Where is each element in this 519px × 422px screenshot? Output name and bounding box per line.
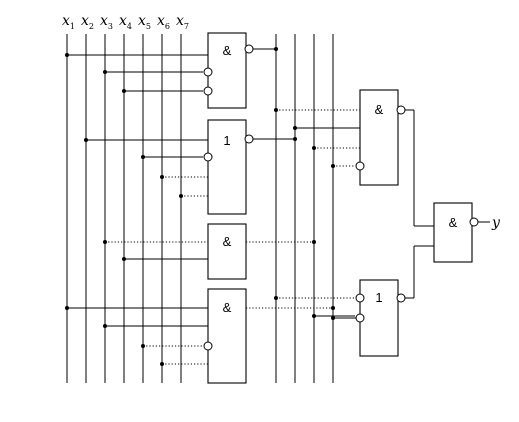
gate2-wiring bbox=[86, 138, 295, 197]
input-label-x7: x7 bbox=[176, 13, 189, 31]
junction-dot bbox=[65, 306, 69, 310]
gate-7-symbol: & bbox=[449, 215, 458, 230]
junction-dot bbox=[141, 344, 145, 348]
gate-4: & bbox=[207, 288, 247, 384]
gate-5: & bbox=[359, 89, 399, 186]
inverter-bubble bbox=[396, 293, 406, 303]
inverter-bubble bbox=[203, 152, 213, 162]
junction-dot bbox=[312, 314, 316, 318]
output-label-y: y bbox=[491, 215, 501, 231]
gate-3-symbol: & bbox=[223, 234, 232, 249]
input-label-x1: x1 bbox=[62, 13, 75, 31]
inverter-bubble bbox=[355, 293, 365, 303]
input-label-x2: x2 bbox=[81, 13, 94, 31]
junction-dot bbox=[293, 126, 297, 130]
inversion-bubbles bbox=[203, 44, 479, 351]
input-label-x4: x4 bbox=[119, 13, 132, 31]
junction-dot bbox=[274, 108, 278, 112]
input-label-x5: x5 bbox=[138, 13, 151, 31]
inverter-bubble bbox=[355, 161, 365, 171]
junction-dots bbox=[65, 47, 335, 366]
gate6-wiring bbox=[276, 245, 434, 319]
input-label-x3: x3 bbox=[100, 13, 113, 31]
inverter-bubble bbox=[203, 86, 213, 96]
junction-dot bbox=[103, 240, 107, 244]
gate-2: 1 bbox=[207, 119, 247, 215]
junction-dot bbox=[84, 138, 88, 142]
gate-1-symbol: & bbox=[223, 43, 232, 58]
junction-dot bbox=[122, 89, 126, 93]
junction-dot bbox=[122, 257, 126, 261]
input-label-x6: x6 bbox=[157, 13, 170, 31]
junction-dot bbox=[331, 306, 335, 310]
gate5-wiring bbox=[276, 109, 434, 227]
inverter-bubble bbox=[396, 105, 406, 115]
junction-dot bbox=[141, 155, 145, 159]
junction-dot bbox=[312, 146, 316, 150]
junction-dot bbox=[160, 175, 164, 179]
junction-dot bbox=[331, 316, 335, 320]
intermediate-buses bbox=[275, 34, 334, 383]
junction-dot bbox=[331, 164, 335, 168]
input-buses bbox=[66, 34, 182, 383]
gate-4-symbol: & bbox=[223, 300, 232, 315]
junction-dot bbox=[103, 70, 107, 74]
inverter-bubble bbox=[355, 313, 365, 323]
inverter-bubble bbox=[244, 134, 254, 144]
input-labels: x1 x2 x3 x4 x5 x6 x7 bbox=[62, 13, 189, 31]
gate-6-symbol: 1 bbox=[375, 290, 382, 305]
junction-dot bbox=[312, 240, 316, 244]
gate-7: & bbox=[433, 202, 473, 263]
gate-1: & bbox=[207, 32, 247, 109]
gate-3: & bbox=[207, 223, 247, 280]
inverter-bubble bbox=[469, 217, 479, 227]
inverter-bubble bbox=[244, 44, 254, 54]
gate-5-symbol: & bbox=[375, 102, 384, 117]
gate3-wiring bbox=[105, 241, 314, 260]
junction-dot bbox=[274, 47, 278, 51]
junction-dot bbox=[179, 194, 183, 198]
gate4-wiring bbox=[67, 307, 333, 365]
gate1-wiring bbox=[67, 48, 276, 92]
junction-dot bbox=[293, 137, 297, 141]
inverter-bubble bbox=[203, 341, 213, 351]
inverter-bubble bbox=[203, 67, 213, 77]
gate-6: 1 bbox=[359, 279, 399, 357]
junction-dot bbox=[103, 324, 107, 328]
junction-dot bbox=[65, 53, 69, 57]
junction-dot bbox=[274, 296, 278, 300]
junction-dot bbox=[160, 362, 164, 366]
gate-2-symbol: 1 bbox=[223, 133, 230, 148]
